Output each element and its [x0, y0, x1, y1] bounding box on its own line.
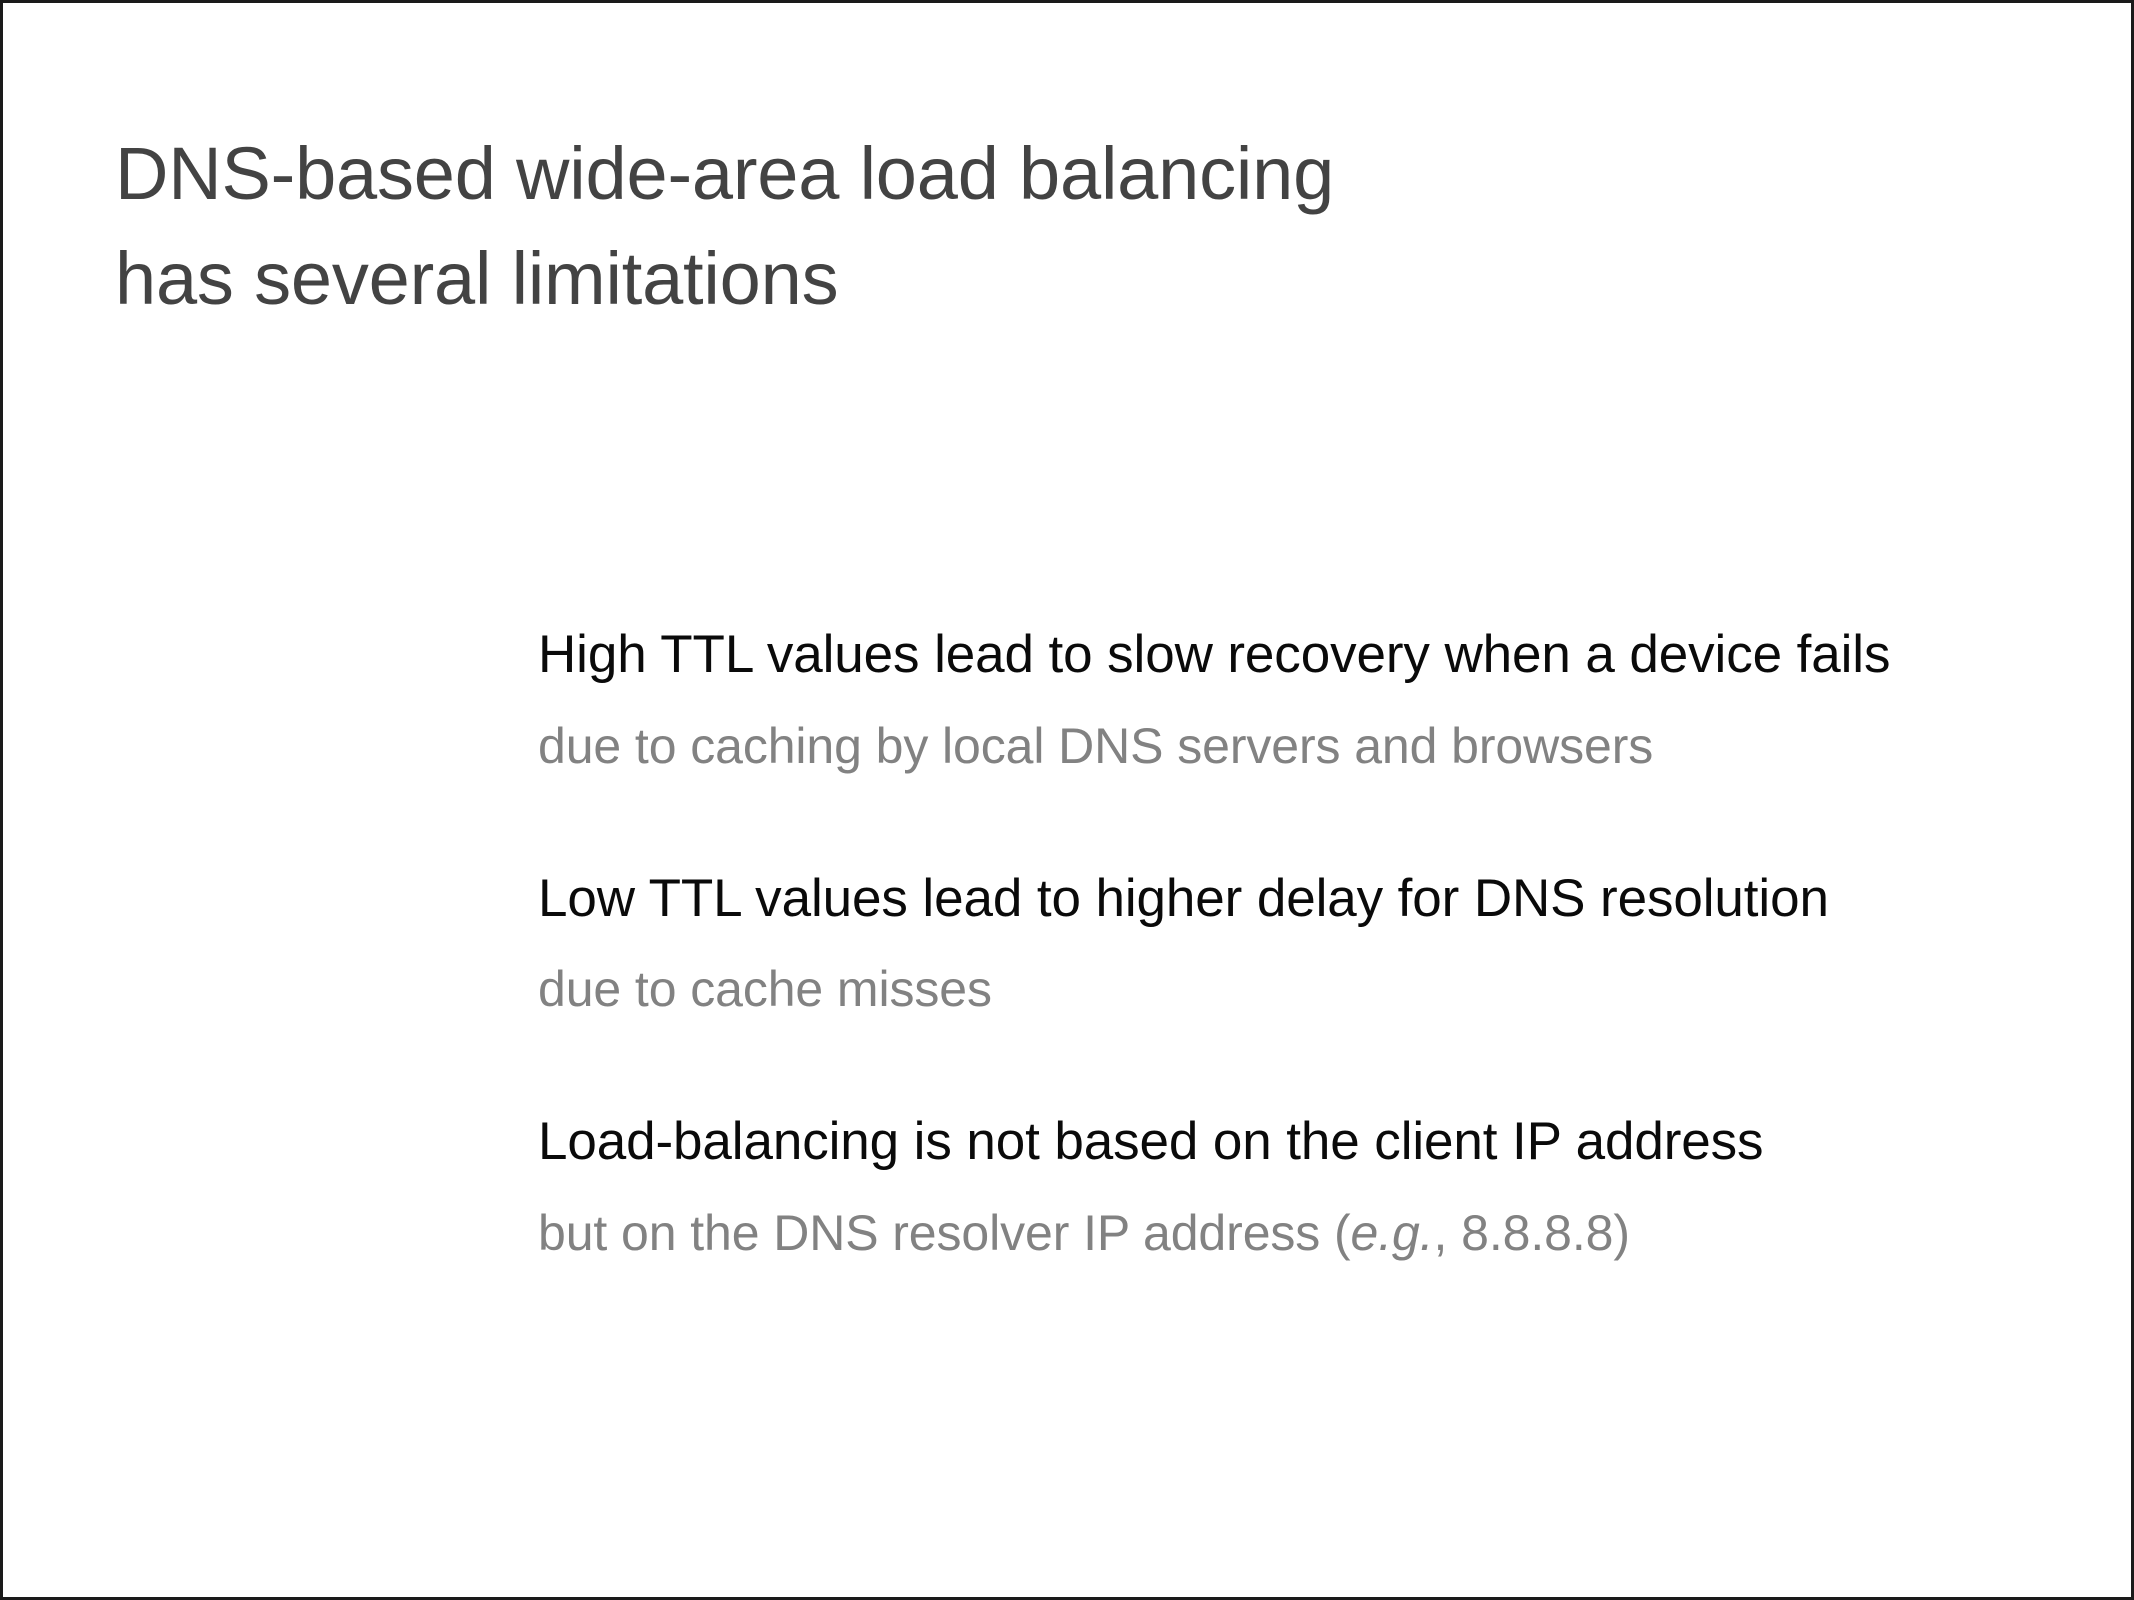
bullet-headline-1: High TTL values lead to slow recovery wh… [538, 625, 1891, 684]
slide-title-line-2: has several limitations [115, 237, 839, 321]
bullet-subtext-3-prefix: but on the DNS resolver IP address ( [538, 1204, 1351, 1261]
bullet-group-3: Load-balancing is not based on the clien… [538, 1110, 2018, 1264]
slide-body: High TTL values lead to slow recovery wh… [538, 623, 2018, 1264]
slide-title-line-1: DNS-based wide-area load balancing [115, 132, 1335, 215]
bullet-subtext-3: but on the DNS resolver IP address (e.g.… [538, 1203, 2018, 1264]
bullet-subtext-2: due to cache misses [538, 961, 992, 1018]
bullet-subtext-1: due to caching by local DNS servers and … [538, 717, 1654, 774]
bullet-headline-3: Load-balancing is not based on the clien… [538, 1112, 1764, 1172]
bullet-subtext-3-suffix: , 8.8.8.8) [1433, 1204, 1630, 1261]
slide-title: DNS-based wide-area load balancing has s… [115, 121, 1815, 331]
bullet-headline-2: Low TTL values lead to higher delay for … [538, 868, 1829, 928]
bullet-subtext-3-emphasis: e.g. [1350, 1204, 1434, 1261]
bullet-group-2: Low TTL values lead to higher delay for … [538, 867, 2018, 1021]
bullet-group-1: High TTL values lead to slow recovery wh… [538, 623, 2018, 777]
